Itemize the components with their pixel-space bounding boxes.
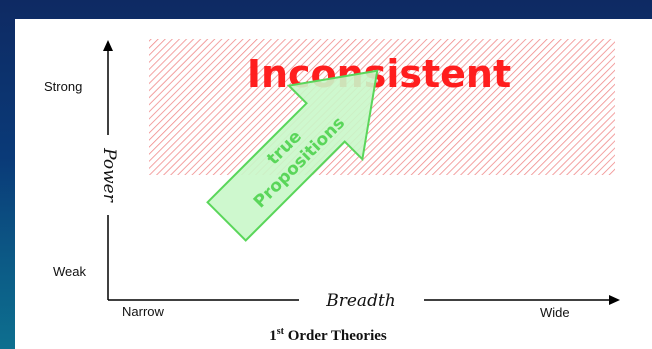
y-axis-title-backdrop (100, 135, 116, 215)
caption-number: 1 (269, 328, 277, 344)
x-axis-title: Breadth (325, 291, 395, 311)
x-axis-label-wide: Wide (540, 305, 570, 320)
y-axis-arrowhead (103, 40, 113, 51)
caption-superscript: st (277, 326, 285, 337)
caption-text: Order Theories (284, 328, 387, 344)
y-axis-title: Power (99, 147, 119, 203)
y-axis-label-strong: Strong (44, 79, 82, 94)
x-axis-title-backdrop (299, 290, 424, 310)
arrow-shape (206, 69, 379, 242)
x-axis-label-narrow: Narrow (122, 304, 165, 319)
slide-canvas: Inconsistent true Propositions Power Bre… (15, 19, 652, 349)
inconsistent-region (149, 39, 615, 175)
diagram-caption: 1st Order Theories (269, 326, 387, 344)
y-axis-label-weak: Weak (53, 264, 86, 279)
x-axis-arrowhead (609, 295, 620, 305)
inconsistent-label: Inconsistent (247, 52, 511, 96)
power-breadth-diagram: Inconsistent true Propositions Power Bre… (44, 39, 620, 344)
